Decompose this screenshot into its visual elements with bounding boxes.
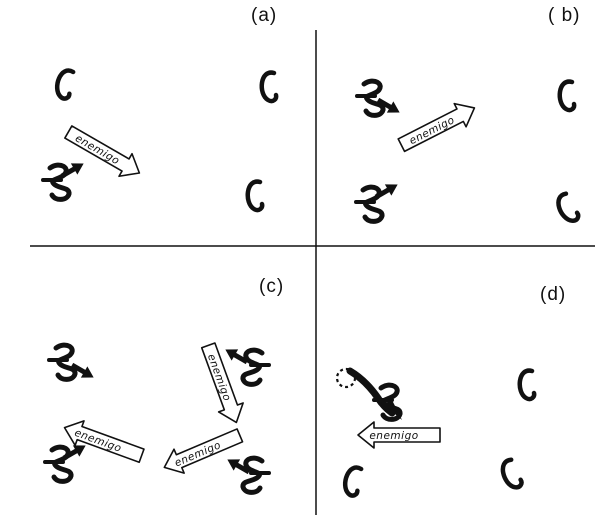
panel-label-d: (d) [540,284,567,305]
creature-d3 [342,465,363,496]
enemy-arrow-a: enemigo [61,119,147,186]
creature-a3 [248,182,262,210]
swimmer-c3 [243,350,269,384]
swimmer-b2 [356,187,382,221]
swimmer-a [43,165,69,199]
panel-c: enemigo enemigo enemigo [45,340,269,492]
panel-label-b: ( b) [548,5,581,26]
enemy-arrow-c3: enemigo [158,422,246,481]
swimmer-c1 [49,345,75,379]
creature-b2 [555,192,580,224]
panel-label-a: (a) [251,5,278,26]
enemy-arrow-d: enemigo [357,421,441,449]
creature-d2 [500,459,523,491]
enemy-arrow-c1: enemigo [195,340,250,428]
creature-a2 [262,73,276,101]
enemy-arrow-d-label: enemigo [369,430,418,442]
creature-a1 [54,68,75,99]
enemy-arrow-c3-label: enemigo [173,439,223,469]
creature-d1 [520,371,534,399]
swimmer-c4 [243,458,269,492]
enemy-arrow-c2: enemigo [59,414,147,469]
panel-label-c: (c) [259,276,285,297]
swimmer-c2 [45,447,71,481]
enemy-arrow-b: enemigo [394,95,482,158]
panel-d: enemigo [335,367,534,497]
panel-b: enemigo [356,81,580,224]
creature-b1 [560,82,574,110]
panel-a: enemigo [43,68,276,210]
